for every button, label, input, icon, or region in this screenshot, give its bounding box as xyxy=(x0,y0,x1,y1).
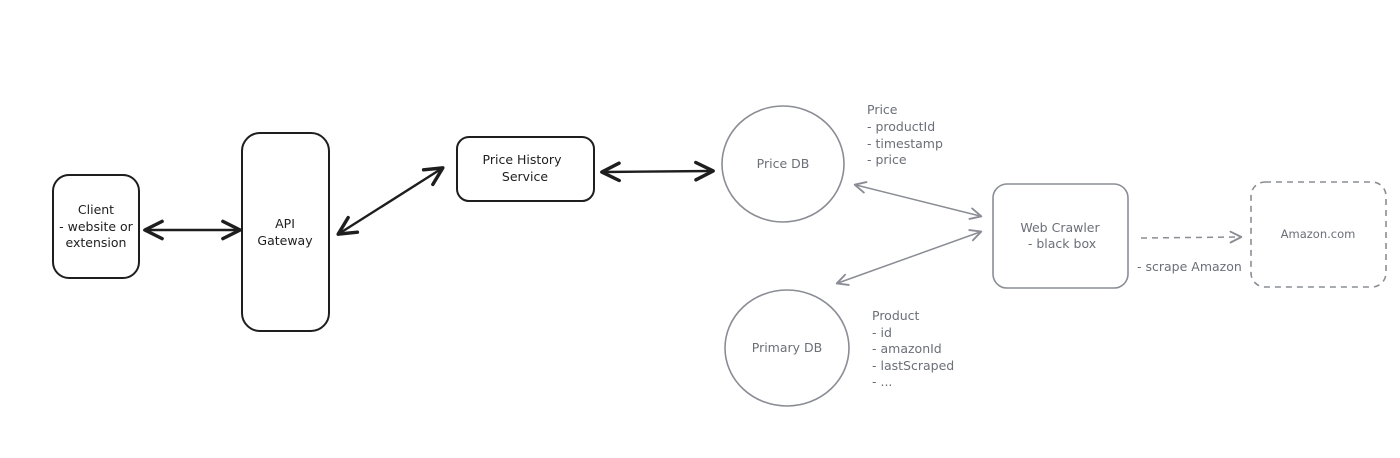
api-gateway-label-line1: API xyxy=(275,216,295,231)
primary-db-node[interactable]: Primary DB xyxy=(724,289,850,407)
price-schema-line: Price xyxy=(867,102,898,117)
price-schema-line: - price xyxy=(867,152,907,167)
price-history-service-label-line2: Service xyxy=(502,169,549,184)
edge-crawler-price-db[interactable] xyxy=(853,181,983,220)
client-node[interactable]: Client - website or extension xyxy=(52,174,140,279)
price-schema-line: - timestamp xyxy=(867,136,943,151)
api-gateway-label-line2: Gateway xyxy=(257,233,313,248)
amazon-label: Amazon.com xyxy=(1281,227,1356,241)
price-schema-line: - productId xyxy=(867,119,935,134)
edge-crawler-amazon[interactable] xyxy=(1140,230,1243,244)
primary-db-label: Primary DB xyxy=(752,340,822,355)
web-crawler-node[interactable]: Web Crawler - black box xyxy=(992,183,1129,289)
client-label-line2: - website or xyxy=(59,219,134,234)
amazon-node[interactable]: Amazon.com xyxy=(1250,181,1387,288)
price-db-node[interactable]: Price DB xyxy=(721,105,845,223)
edge-gateway-price-history[interactable] xyxy=(336,166,445,236)
price-history-service-label-line1: Price History xyxy=(483,152,563,167)
product-schema-line: Product xyxy=(872,308,920,323)
web-crawler-label-line2: - black box xyxy=(1028,236,1096,251)
price-history-service-node[interactable]: Price History Service xyxy=(456,136,595,202)
web-crawler-label-line1: Web Crawler xyxy=(1020,220,1100,235)
product-schema-line: - id xyxy=(872,325,892,340)
api-gateway-node[interactable]: API Gateway xyxy=(241,132,330,332)
price-schema-note: Price - productId - timestamp - price xyxy=(867,102,943,167)
product-schema-note: Product - id - amazonId - lastScraped - … xyxy=(872,308,954,389)
product-schema-line: - lastScraped xyxy=(872,358,954,373)
edge-price-history-price-db[interactable] xyxy=(600,160,715,183)
product-schema-line: - ... xyxy=(872,374,892,389)
edge-crawler-amazon-label: - scrape Amazon xyxy=(1137,259,1242,274)
client-label-line1: Client xyxy=(78,202,114,217)
price-db-label: Price DB xyxy=(757,156,810,171)
edge-crawler-primary-db[interactable] xyxy=(835,229,983,286)
product-schema-line: - amazonId xyxy=(872,341,942,356)
client-label-line3: extension xyxy=(66,235,127,250)
